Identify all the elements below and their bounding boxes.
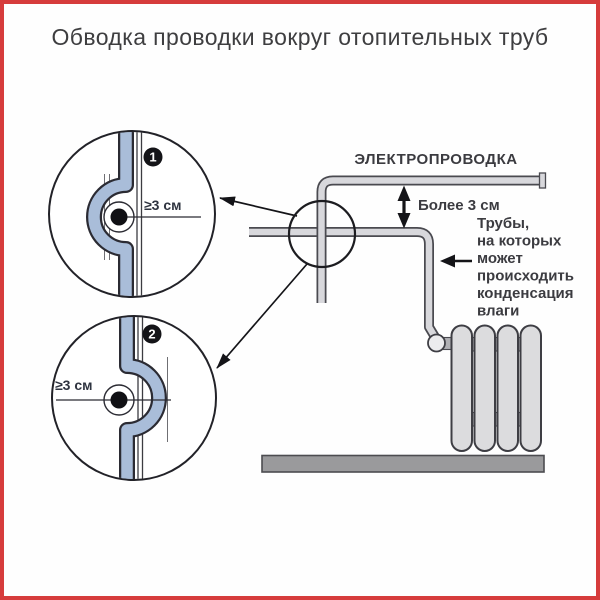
condensation-note: Трубы, на которых может происходить конд…	[477, 215, 574, 320]
page-title: Обводка проводки вокруг отопительных тру…	[51, 24, 549, 50]
distance-arrow	[397, 185, 411, 229]
radiator	[427, 324, 542, 452]
wire-cross-section-1	[110, 208, 128, 226]
electrical-wiring-pipe	[316, 172, 547, 303]
wire-cross-section-2	[110, 391, 128, 409]
floor-bar	[261, 454, 545, 473]
svg-text:1: 1	[149, 150, 156, 165]
radiator-section	[519, 324, 542, 452]
radiator-valve	[427, 333, 446, 353]
pipe-end-cap	[538, 172, 547, 189]
arrow-to-detail-2	[216, 263, 308, 369]
condensation-note-arrow	[440, 254, 472, 268]
clearance-label-1: ≥3 см	[144, 197, 182, 213]
radiator-section	[473, 324, 496, 452]
detail-circle-1: ≥3 см 1	[48, 130, 216, 298]
note-line: влаги	[477, 303, 519, 320]
heating-pipe	[249, 227, 440, 340]
note-line: на которых	[477, 233, 562, 250]
note-line: конденсация	[477, 285, 574, 302]
wiring-bypass-diagram: ≥3 см 1 ≥3 см	[48, 130, 574, 481]
radiator-section	[450, 324, 473, 452]
detail-circle-2: ≥3 см 2	[51, 315, 217, 481]
badge-1: 1	[143, 147, 163, 167]
clearance-label-2: ≥3 см	[55, 377, 93, 393]
note-line: происходить	[477, 268, 574, 285]
crossing-marker	[287, 199, 357, 269]
conduit-pipe-1	[86, 132, 134, 296]
note-line: может	[477, 250, 523, 267]
arrow-to-detail-1	[219, 196, 298, 217]
distance-label: Более 3 см	[418, 197, 500, 214]
badge-2: 2	[142, 324, 162, 344]
note-line: Трубы,	[477, 215, 529, 232]
wiring-label: ЭЛЕКТРОПРОВОДКА	[354, 151, 517, 168]
conduit-pipe-2	[119, 317, 167, 479]
radiator-section	[496, 324, 519, 452]
svg-text:2: 2	[148, 327, 155, 342]
